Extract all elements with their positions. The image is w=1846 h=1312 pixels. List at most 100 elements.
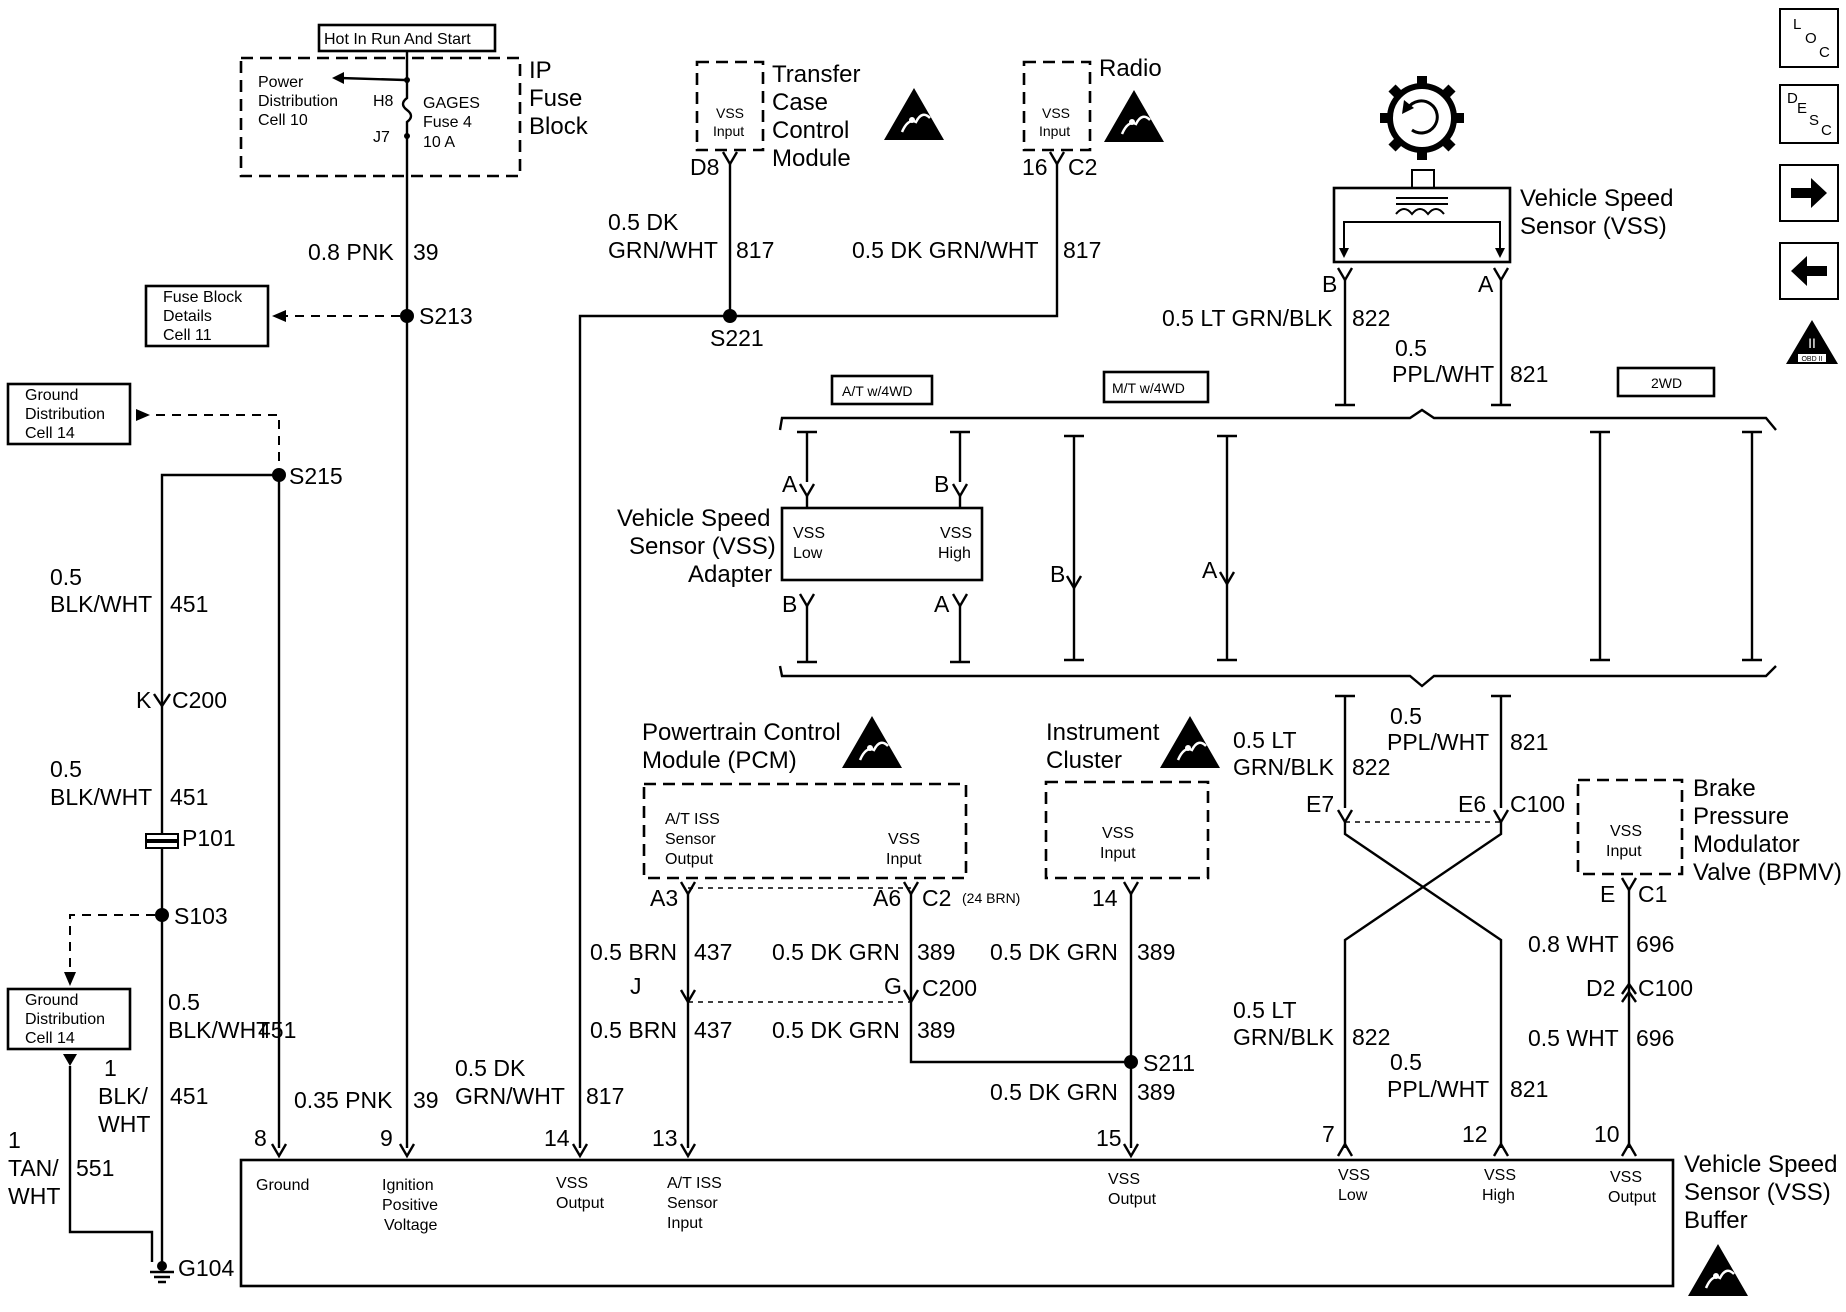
fuse-label: 10 A — [423, 134, 455, 151]
obd-ii-button[interactable]: II OBD II — [1784, 318, 1840, 368]
esd-warning-icon — [1686, 1242, 1750, 1298]
vss-adapter-title: Adapter — [688, 561, 772, 588]
buffer-pin-label: Ignition — [382, 1177, 434, 1194]
wire-number: 696 — [1636, 1025, 1674, 1051]
wire-label: 0.5 DK GRN — [990, 939, 1118, 965]
nav-letter: C — [1819, 44, 1830, 61]
pin-label: A — [1478, 271, 1494, 297]
wire-number: 437 — [694, 939, 732, 965]
ip-fuse-block-label: Block — [529, 113, 589, 140]
vss-sensor-title: Vehicle Speed — [1520, 185, 1673, 212]
fuse-block-details-ref[interactable] — [144, 284, 270, 348]
wire-label: BLK/WHT — [168, 1017, 270, 1043]
pdc-label: Power — [258, 74, 304, 91]
splice-label: P101 — [182, 825, 236, 851]
wire-label: 0.5 BRN — [590, 939, 677, 965]
wire-number: 822 — [1352, 1024, 1390, 1050]
buffer-pin-label: High — [1482, 1187, 1515, 1204]
ref-label: Cell 11 — [163, 327, 212, 344]
pin-label: A3 — [650, 885, 678, 911]
ground-distribution-ref[interactable] — [6, 987, 132, 1051]
buffer-pin-label: Ground — [256, 1177, 309, 1194]
wire-number: 821 — [1510, 729, 1548, 755]
pin-label: D2 — [1586, 975, 1615, 1001]
buffer-pin-label: VSS — [1484, 1167, 1516, 1184]
esd-warning-icon — [840, 714, 904, 770]
wire-label: 0.8 PNK — [308, 239, 394, 265]
pin-label: VSS — [888, 831, 920, 848]
description-button[interactable]: D E S C — [1779, 84, 1839, 144]
pin-label: Output — [665, 851, 714, 868]
vss-buffer-box — [239, 1158, 1675, 1288]
wire-label: 1 — [8, 1127, 21, 1153]
wire-number: 696 — [1636, 931, 1674, 957]
connector-note: (24 BRN) — [962, 890, 1020, 906]
ground-icon — [150, 1270, 174, 1284]
pin-label: A — [934, 591, 950, 617]
wire-39-pnk — [401, 52, 413, 1148]
splice-s211 — [1124, 1055, 1138, 1069]
ground-distribution-ref[interactable] — [6, 382, 132, 446]
bpmv-title: Valve (BPMV) — [1693, 859, 1842, 886]
ground-g104: G104 — [178, 1255, 234, 1281]
pin-label: G — [884, 973, 902, 999]
pin-label: E — [1600, 881, 1615, 907]
pin-number: 8 — [254, 1125, 267, 1151]
radio-title: Radio — [1099, 55, 1162, 82]
pcm-title: Powertrain Control — [642, 719, 841, 746]
next-page-button[interactable] — [1779, 164, 1839, 222]
wire-label: GRN/BLK — [1233, 754, 1335, 780]
wire-label: 0.5 — [168, 989, 200, 1015]
option-at-4wd — [830, 374, 934, 406]
ref-label: Ground — [25, 387, 78, 404]
connector-c200: C200 — [922, 975, 977, 1001]
pin-label: VSS — [1042, 105, 1070, 121]
ref-label: Cell 14 — [25, 1030, 75, 1047]
connector-c2: C2 — [922, 885, 951, 911]
connector-c100: C100 — [1638, 975, 1693, 1001]
wire-label: 0.5 LT — [1233, 727, 1297, 753]
wire-number: 389 — [917, 939, 955, 965]
wire-crossover-b — [1343, 822, 1503, 1148]
option-label: 2WD — [1651, 375, 1682, 391]
pin-label: VSS — [940, 525, 972, 542]
connector-c100: C100 — [1510, 791, 1565, 817]
ref-label: Distribution — [25, 406, 105, 423]
buffer-pin-label: VSS — [1610, 1169, 1642, 1186]
pin-label: Input — [1606, 843, 1642, 860]
ic-title: Cluster — [1046, 747, 1122, 774]
nav-letter: E — [1797, 100, 1808, 117]
location-button[interactable]: L O C — [1779, 8, 1839, 68]
option-mt-4wd — [1102, 370, 1210, 404]
pin-label: VSS — [793, 525, 825, 542]
buffer-pin-label: VSS — [1108, 1171, 1140, 1188]
wire-label: 0.5 DK GRN/WHT — [852, 237, 1039, 263]
previous-page-button[interactable] — [1779, 242, 1839, 300]
wire-label: 0.5 WHT — [1528, 1025, 1619, 1051]
pin-number: 14 — [544, 1125, 570, 1151]
wire-label: 0.5 — [1395, 335, 1427, 361]
ref-label: Distribution — [25, 1011, 105, 1028]
wire-number: 821 — [1510, 1076, 1548, 1102]
esd-warning-icon — [882, 86, 946, 142]
wire-number: 451 — [170, 591, 208, 617]
splice-label: S215 — [289, 463, 343, 489]
option-brace-top — [778, 408, 1777, 431]
splice-label: S221 — [710, 325, 764, 351]
wire-label: 1 — [104, 1055, 117, 1081]
wire-label: BLK/WHT — [50, 591, 152, 617]
wire-number: 389 — [1137, 939, 1175, 965]
pin-label: 14 — [1092, 885, 1118, 911]
nav-letter: S — [1809, 112, 1820, 129]
wire-number: 817 — [1063, 237, 1101, 263]
tccm-title: Control — [772, 117, 849, 144]
wire-number: 39 — [413, 239, 439, 265]
nav-letter: O — [1805, 30, 1817, 47]
wire-number: 551 — [76, 1155, 114, 1181]
wire-number: 451 — [170, 1083, 208, 1109]
wire-label: 0.35 PNK — [294, 1087, 393, 1113]
wire-label: 0.5 — [50, 564, 82, 590]
vss-buffer-title: Sensor (VSS) — [1684, 1179, 1831, 1206]
wire-number: 437 — [694, 1017, 732, 1043]
